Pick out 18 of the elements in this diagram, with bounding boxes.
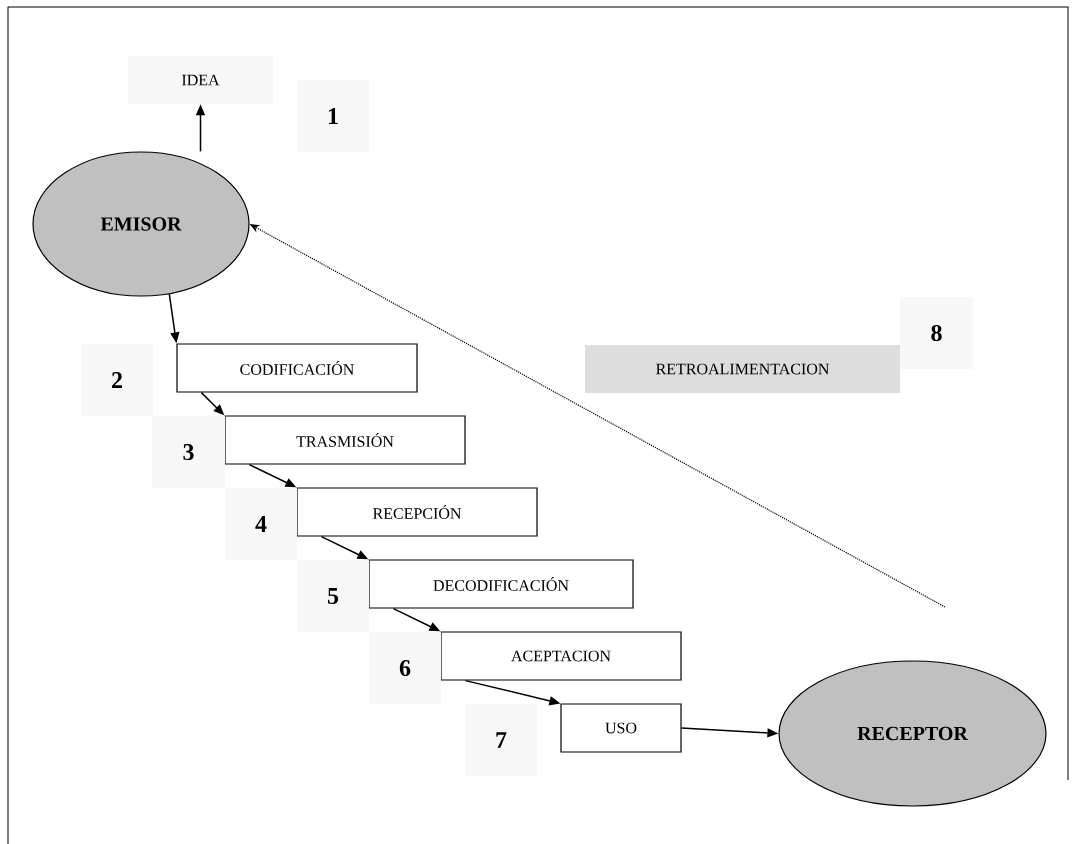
label-box: IDEA [128, 56, 273, 104]
ellipse-node: EMISOR [32, 151, 250, 297]
process-box: DECODIFICACIÓN [368, 559, 634, 609]
process-box: RECEPCIÓN [296, 487, 538, 537]
number-box: 6 [369, 632, 441, 704]
number-box: 4 [225, 488, 297, 560]
number-box: 8 [900, 297, 973, 369]
process-box: ACEPTACION [440, 631, 682, 681]
number-box: 5 [297, 560, 369, 632]
number-box: 3 [152, 416, 225, 488]
number-box: 7 [465, 704, 537, 776]
ellipse-node: RECEPTOR [778, 660, 1047, 807]
label-box: RETROALIMENTACION [585, 345, 900, 393]
process-box: USO [560, 703, 682, 753]
process-box: TRASMISIÓN [224, 415, 466, 465]
number-box: 1 [297, 80, 369, 152]
process-box: CODIFICACIÓN [176, 343, 418, 393]
number-box: 2 [81, 344, 153, 416]
